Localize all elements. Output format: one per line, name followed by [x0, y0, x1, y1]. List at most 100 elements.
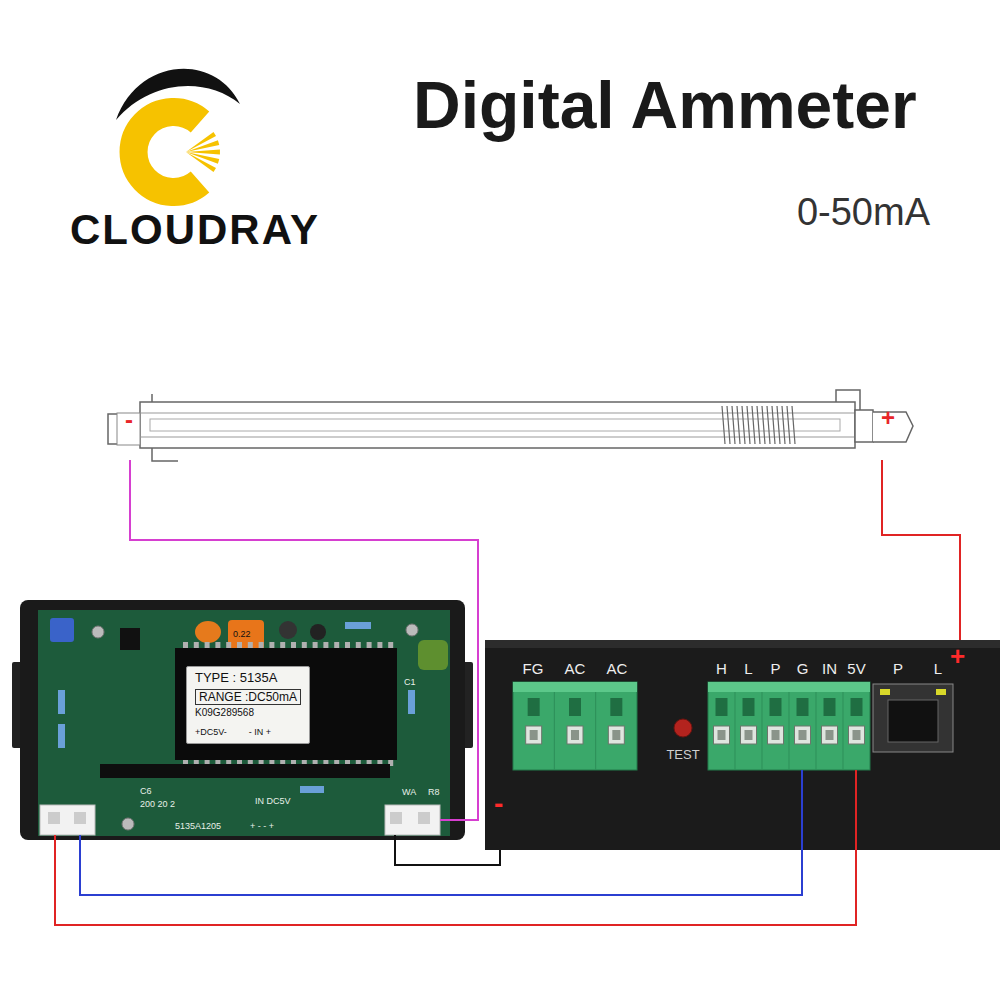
silkscreen-label: 0.22	[233, 630, 251, 639]
polarity-sign: -	[494, 790, 503, 818]
silkscreen-label: + - - +	[250, 822, 274, 831]
power-supply-housing	[569, 698, 581, 716]
wire	[80, 770, 802, 895]
laser-tube	[727, 406, 730, 444]
power-supply-housing	[745, 730, 753, 740]
power-supply-housing	[741, 698, 757, 744]
laser-tube	[757, 406, 760, 444]
power-supply-housing	[770, 698, 782, 716]
ammeter-board	[237, 642, 242, 648]
ammeter-board	[122, 818, 134, 830]
power-supply-housing	[795, 726, 811, 744]
laser-tube	[747, 406, 750, 444]
silkscreen-label: C1	[404, 678, 416, 687]
power-supply-housing	[936, 689, 946, 695]
ammeter-board	[367, 642, 372, 648]
laser-tube	[787, 406, 790, 444]
ammeter-board	[48, 812, 60, 824]
rj45-port: PL	[873, 684, 953, 752]
wire	[130, 460, 478, 820]
power-supply-housing	[708, 682, 870, 692]
brand-logo	[116, 69, 240, 192]
ammeter-board	[345, 622, 371, 629]
ammeter-module: TYPE : 5135ARANGE :DC50mAK09G289568+DC5V…	[20, 600, 465, 840]
terminal-name: AC	[607, 661, 628, 676]
laser-tube	[140, 402, 855, 448]
ammeter-board	[100, 764, 390, 778]
power-supply-housing	[843, 692, 844, 770]
power-supply-housing	[612, 730, 620, 740]
laser-tube	[722, 406, 795, 444]
laser-tube	[108, 390, 913, 461]
ammeter-board	[12, 600, 473, 840]
ammeter-board	[408, 690, 415, 714]
chip-marking: - IN +	[249, 728, 271, 737]
laser-tube: -+	[105, 388, 915, 460]
terminal-block: HLPGIN5V	[708, 682, 870, 770]
power-supply-housing	[513, 682, 637, 692]
power-supply-housing	[526, 726, 542, 744]
ammeter-board	[334, 642, 339, 648]
power-supply-housing	[851, 698, 863, 716]
power-supply-housing	[768, 726, 784, 744]
wire	[55, 770, 856, 925]
laser-tube	[108, 414, 140, 444]
silkscreen-label: 200 20 2	[140, 800, 175, 809]
power-supply-housing	[485, 640, 1000, 648]
ammeter-board	[205, 642, 210, 648]
power-supply-housing	[608, 726, 624, 744]
button-label: TEST	[666, 748, 699, 761]
ammeter-board	[280, 642, 285, 648]
ammeter-board	[54, 835, 56, 840]
ammeter-board	[92, 626, 104, 638]
power-supply-housing	[608, 698, 624, 744]
ammeter-board	[259, 642, 264, 648]
ammeter-board	[248, 642, 253, 648]
ammeter-board	[323, 642, 328, 648]
power-supply-housing	[554, 692, 555, 770]
port-pin-name: P	[893, 661, 903, 676]
chip-marking: K09G289568	[195, 708, 301, 718]
ammeter-board	[194, 642, 199, 648]
laser-tube	[117, 413, 140, 445]
power-supply-housing	[772, 730, 780, 740]
power-supply-housing	[714, 698, 730, 744]
power-supply-housing	[849, 698, 865, 744]
power-supply-housing	[799, 730, 807, 740]
ammeter-board	[279, 621, 297, 639]
ammeter-board	[385, 805, 440, 835]
terminal-name: FG	[523, 661, 544, 676]
brand-name: CLOUDRAY	[70, 209, 320, 251]
silkscreen-label: C6	[140, 787, 152, 796]
power-supply-housing	[762, 692, 763, 770]
ammeter-board	[390, 812, 402, 824]
laser-tube	[140, 437, 855, 438]
power-supply-housing	[822, 698, 838, 744]
power-supply-housing	[826, 730, 834, 740]
power-supply-housing	[595, 692, 596, 770]
chip-marking: RANGE :DC50mA	[195, 689, 301, 705]
terminal-name: H	[716, 661, 727, 676]
ammeter-board	[356, 642, 361, 648]
power-supply-housing	[674, 719, 692, 737]
laser-tube	[151, 394, 153, 402]
power-supply-housing	[716, 698, 728, 716]
laser-tube	[782, 406, 785, 444]
ammeter-board	[300, 786, 324, 793]
power-supply-housing	[743, 698, 755, 716]
brand-logo	[186, 132, 216, 152]
ammeter-board	[406, 624, 418, 636]
terminal-block: FGACAC	[513, 682, 637, 770]
brand-logo	[186, 152, 216, 172]
ammeter-board	[291, 642, 296, 648]
ammeter-board	[58, 724, 65, 748]
laser-tube	[742, 406, 745, 444]
power-supply-housing	[888, 700, 938, 742]
laser-tube	[777, 406, 780, 444]
terminal-name: L	[744, 661, 752, 676]
port-pin-name: L	[934, 661, 942, 676]
ammeter-board	[183, 642, 188, 648]
power-supply-housing	[789, 692, 790, 770]
